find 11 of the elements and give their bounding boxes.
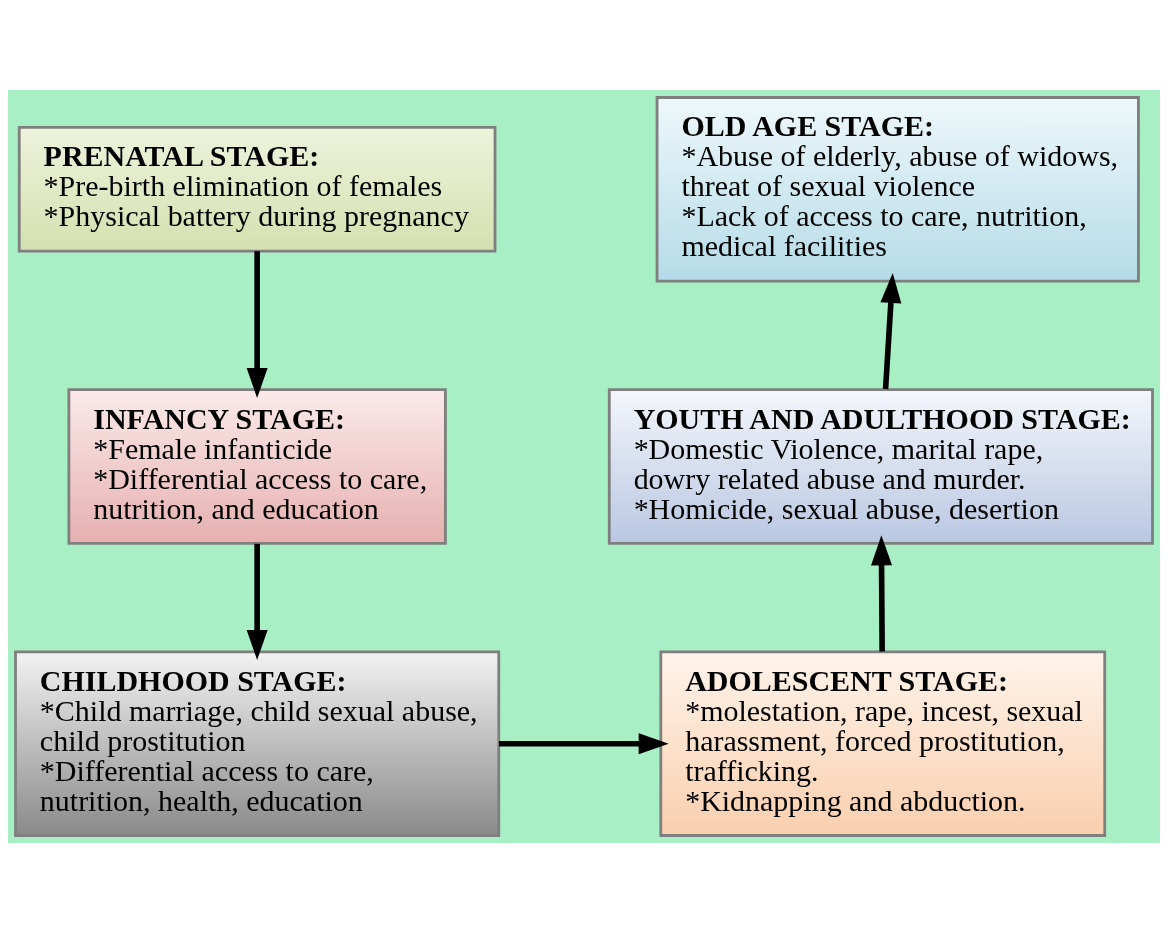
arrow [871,534,893,652]
arrow [246,543,268,660]
node-box: PRENATAL STAGE: *Pre-birth elimination of females *Physical battery during pregnancy [17,125,497,252]
node-box: ADOLESCENT STAGE: *molestation, rape, incest, sexual harassment, forced prostitution, trafficking. *Kidnapping and abduction. [659,650,1107,837]
node-box: INFANCY STAGE: *Female infanticide *Differential access to care, nutrition, and education [67,387,447,545]
node-box: OLD AGE STAGE: *Abuse of elderly, abuse of widows, threat of sexual violence *Lack of access to care, nutrition, medical facilities [655,95,1140,282]
arrow [246,250,268,398]
arrow [880,272,902,389]
node-box: CHILDHOOD STAGE: *Child marriage, child sexual abuse, child prostitution *Differential access to care, nutrition, health, education [14,650,501,837]
node-box: YOUTH AND ADULTHOOD STAGE: *Domestic Violence, marital rape, dowry related abuse and murder. *Homicide, sexual abuse, desertion [607,387,1154,545]
arrow [499,732,669,754]
